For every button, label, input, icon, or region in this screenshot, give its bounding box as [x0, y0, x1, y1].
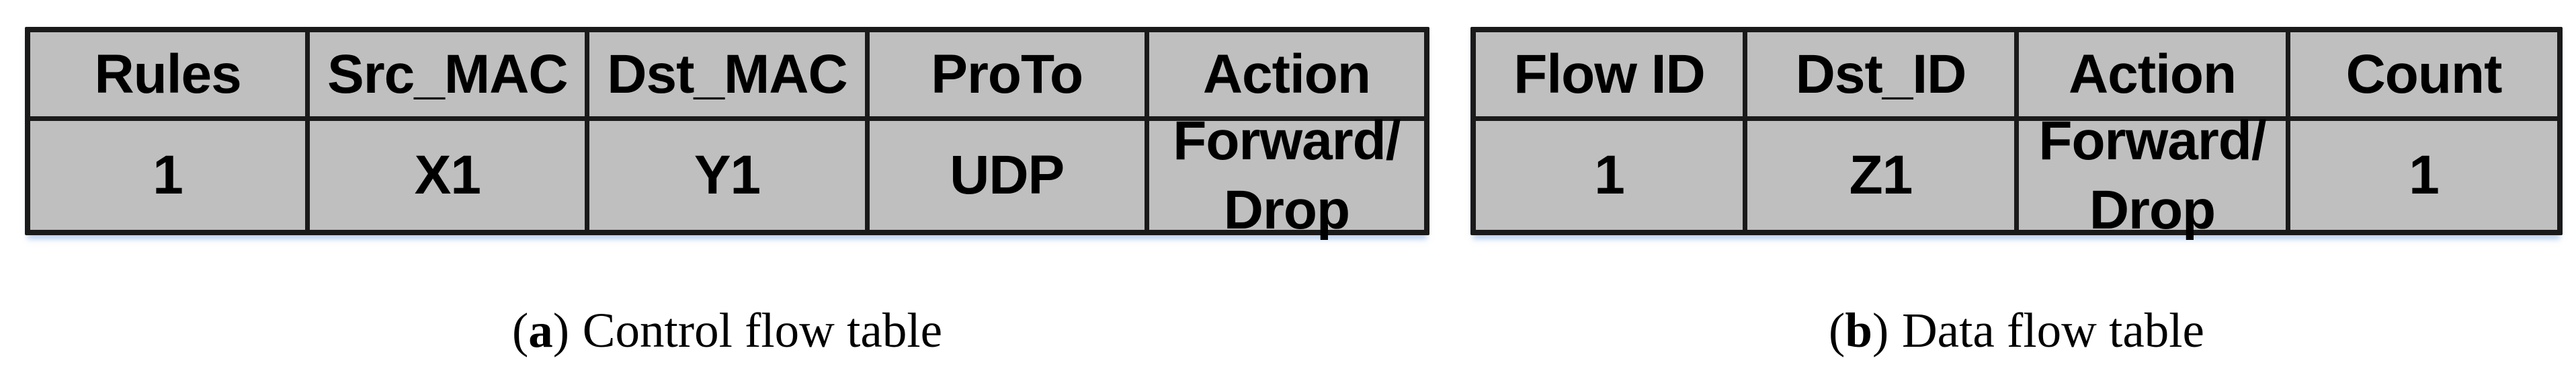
- cell-flow-id-value: 1: [1476, 121, 1743, 230]
- header-cell-proto: ProTo: [869, 32, 1145, 116]
- caption-b-open-paren: (: [1829, 303, 1845, 358]
- caption-data-flow-table: (b)Data flow table: [1470, 297, 2563, 364]
- header-cell-src-mac: Src_MAC: [310, 32, 585, 116]
- header-cell-action-b: Action: [2019, 32, 2286, 116]
- header-cell-dst-mac: Dst_MAC: [589, 32, 865, 116]
- caption-a-text: Control flow table: [582, 303, 943, 358]
- header-cell-action: Action: [1149, 32, 1424, 116]
- cell-proto-value: UDP: [869, 121, 1145, 230]
- cell-rule-id-value: 1: [30, 121, 306, 230]
- caption-control-flow-table: (a)Control flow table: [25, 297, 1429, 364]
- caption-b-close-paren: ): [1872, 303, 1889, 358]
- cell-action-value: Forward/ Drop: [1149, 110, 1424, 241]
- caption-a-close-paren: ): [552, 303, 570, 358]
- caption-a-open-paren: (: [511, 303, 529, 358]
- caption-b-text: Data flow table: [1901, 303, 2204, 358]
- header-cell-count: Count: [2290, 32, 2557, 116]
- control-flow-table: Rules Src_MAC Dst_MAC ProTo Action 1 X1 …: [25, 27, 1429, 241]
- header-cell-dst-id: Dst_ID: [1747, 32, 2014, 116]
- data-flow-table: Flow ID Dst_ID Action Count 1 Z1 Forward…: [1470, 27, 2563, 241]
- cell-action-b-value: Forward/ Drop: [2019, 110, 2286, 241]
- caption-a-label: a: [528, 303, 553, 358]
- cell-src-mac-value: X1: [310, 121, 585, 230]
- cell-count-value: 1: [2290, 121, 2557, 230]
- header-cell-rules: Rules: [30, 32, 306, 116]
- caption-b-label: b: [1845, 303, 1872, 358]
- cell-dst-mac-value: Y1: [589, 121, 865, 230]
- cell-dst-id-value: Z1: [1747, 121, 2014, 230]
- header-cell-flow-id: Flow ID: [1476, 32, 1743, 116]
